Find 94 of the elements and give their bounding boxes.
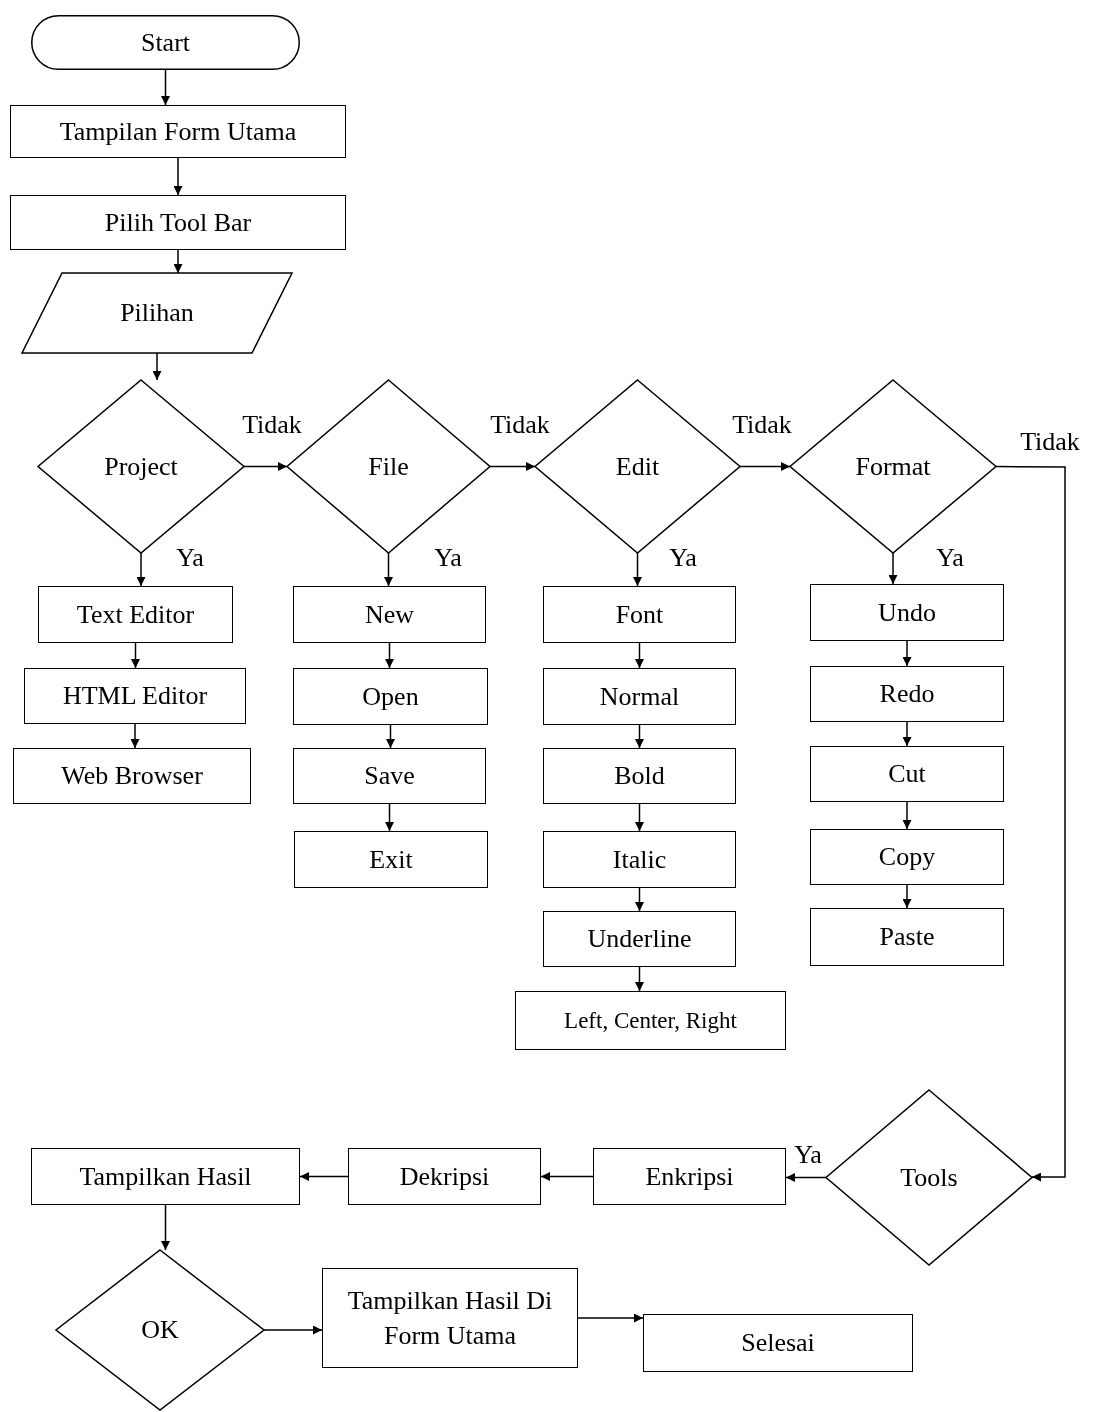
arrow [635,724,644,749]
node-label: Tampilkan Hasil [79,1160,252,1193]
arrow [635,887,644,912]
node-label: Text Editor [76,598,195,631]
arrow [489,462,536,471]
process-box [810,908,1004,966]
terminal-shape [31,15,300,70]
decision-diamond [56,1250,264,1410]
process-box [293,586,486,643]
process-box [543,668,736,725]
node-label: Web Browser [61,760,203,793]
arrow [902,640,912,667]
arrow [635,966,644,992]
node-label: Left, Center, Right [564,1006,737,1035]
process-box [543,911,736,967]
arrow [540,1172,594,1181]
node-label: Underline [587,923,692,956]
process-box [810,666,1004,722]
arrow [635,803,644,832]
process-box [294,831,488,888]
arrow [243,462,288,471]
process-box [38,586,233,643]
process-box [322,1268,578,1368]
node-label: Normal [599,680,680,713]
node-label: Tampilan Form Utama [59,115,297,148]
arrow [385,803,394,832]
arrow [902,721,912,747]
process-box [24,668,246,724]
arrow [152,352,162,381]
node-label: Italic [612,843,667,876]
arrow [161,69,170,106]
node-label: Pilih Tool Bar [104,206,252,239]
arrow [902,884,912,909]
process-box [810,829,1004,885]
node-label: OK [141,1314,179,1347]
arrow [263,1325,323,1335]
node-label: Paste [879,921,935,954]
process-box [348,1148,541,1205]
arrow [385,642,394,669]
arrow [577,1313,644,1323]
arrow [888,552,898,585]
arrow [785,1173,827,1182]
node-label: Open [362,680,419,713]
arrow [739,462,791,471]
node-label: Copy [878,841,936,874]
node-label: Font [615,598,664,631]
process-box [515,991,786,1050]
node-label: Selesai [741,1327,815,1360]
arrow [995,465,1066,1182]
decision-diamond [826,1090,1032,1265]
arrow [161,1204,170,1251]
process-box [293,668,488,725]
node-label: Edit [615,450,660,483]
node-label: Tampilkan Hasil Di Form Utama [346,1284,554,1352]
arrow [136,552,146,587]
process-box [593,1148,786,1205]
arrow [902,801,912,830]
arrow [635,642,644,669]
node-label: Exit [369,843,413,876]
arrow [299,1172,349,1181]
node-label: Format [855,450,931,483]
process-box [810,584,1004,641]
node-label: Bold [614,760,665,793]
arrow [386,724,395,749]
process-box [13,748,251,804]
arrow [173,249,183,274]
arrow [131,642,140,669]
arrow [173,157,183,196]
arrow [384,552,393,587]
node-label: Dekripsi [399,1160,490,1193]
node-label: Cut [888,758,926,791]
node-label: HTML Editor [62,680,208,713]
node-label: Redo [879,678,935,711]
node-label: Start [140,26,191,59]
node-label: File [368,450,409,483]
node-label: New [364,598,415,631]
process-box [10,195,346,250]
process-box [293,748,486,804]
node-label: Project [104,450,178,483]
process-box [10,105,346,158]
node-label: Tools [900,1161,958,1194]
node-label: Enkripsi [645,1160,734,1193]
input-parallelogram [22,273,292,353]
process-box [31,1148,300,1205]
process-box [543,831,736,888]
process-box [543,748,736,804]
node-label: Save [364,760,415,793]
node-label: Pilihan [120,297,194,330]
arrow [130,723,140,749]
process-box [643,1314,913,1372]
arrow [633,552,642,587]
process-box [543,586,736,643]
process-box [810,746,1004,802]
node-label: Undo [878,596,936,629]
